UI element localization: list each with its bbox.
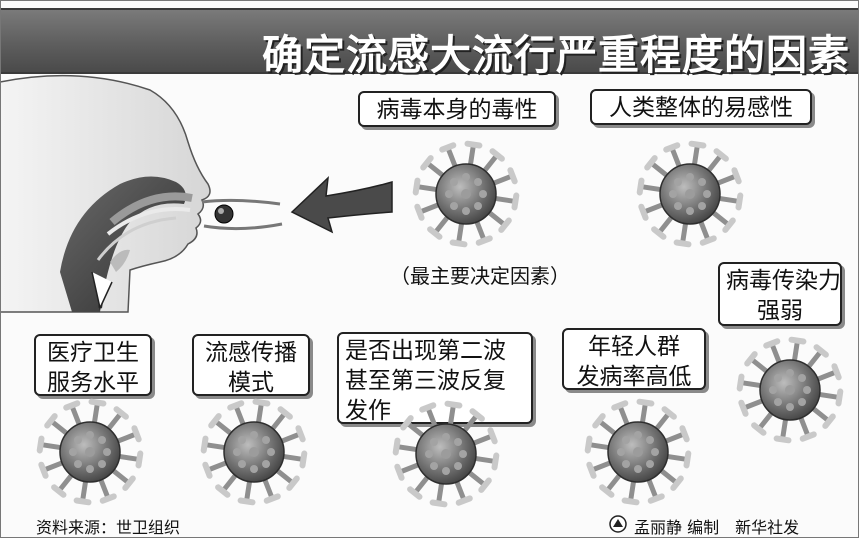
waves-line-3: 发作 bbox=[345, 398, 391, 424]
factor-young-incidence-label: 年轻人群 发病率高低 bbox=[562, 328, 706, 390]
title-bar: 确定流感大流行严重程度的因素 bbox=[0, 8, 859, 79]
human-head-profile-icon bbox=[0, 74, 211, 313]
virus-particle-icon bbox=[406, 134, 526, 258]
virus-particle-icon bbox=[386, 394, 506, 518]
young-incidence-line-2: 发病率高低 bbox=[576, 364, 692, 390]
waves-line-1: 是否出现第二波 bbox=[345, 338, 506, 364]
particle-trail-icon bbox=[201, 198, 283, 231]
xinhua-logo-icon bbox=[609, 515, 627, 533]
transmissibility-line-2: 强弱 bbox=[757, 298, 803, 324]
virus-particle-icon bbox=[194, 392, 314, 516]
medical-service-line-1: 医疗卫生 bbox=[47, 340, 139, 366]
transmission-mode-line-1: 流感传播 bbox=[205, 340, 297, 366]
page-title: 确定流感大流行严重程度的因素 bbox=[262, 31, 850, 79]
transmissibility-line-1: 病毒传染力 bbox=[726, 268, 841, 294]
transmission-mode-line-2: 模式 bbox=[228, 370, 274, 396]
young-incidence-line-1: 年轻人群 bbox=[588, 334, 680, 360]
virus-particle-icon bbox=[578, 392, 698, 516]
factor-susceptibility-label: 人类整体的易感性 bbox=[590, 89, 812, 125]
waves-line-2: 甚至第三波反复 bbox=[345, 368, 506, 394]
virus-particle-icon bbox=[30, 392, 150, 516]
virus-particle-icon bbox=[730, 330, 850, 454]
factor-waves-label: 是否出现第二波 甚至第三波反复 发作 bbox=[337, 332, 533, 424]
left-arrow-icon bbox=[290, 176, 393, 234]
decisive-factor-note: （最主要决定因素） bbox=[390, 264, 570, 288]
factor-transmissibility-label: 病毒传染力 强弱 bbox=[718, 262, 842, 326]
source-note: 资料来源：世卫组织 bbox=[36, 518, 181, 537]
virus-particle-icon bbox=[630, 134, 750, 258]
factor-transmission-mode-label: 流感传播 模式 bbox=[192, 334, 310, 396]
factor-medical-service-label: 医疗卫生 服务水平 bbox=[34, 334, 152, 396]
medical-service-line-2: 服务水平 bbox=[47, 370, 139, 396]
author-credit: 孟丽静 编制 新华社发 bbox=[634, 518, 800, 537]
factor-virulence-label: 病毒本身的毒性 bbox=[358, 91, 556, 127]
